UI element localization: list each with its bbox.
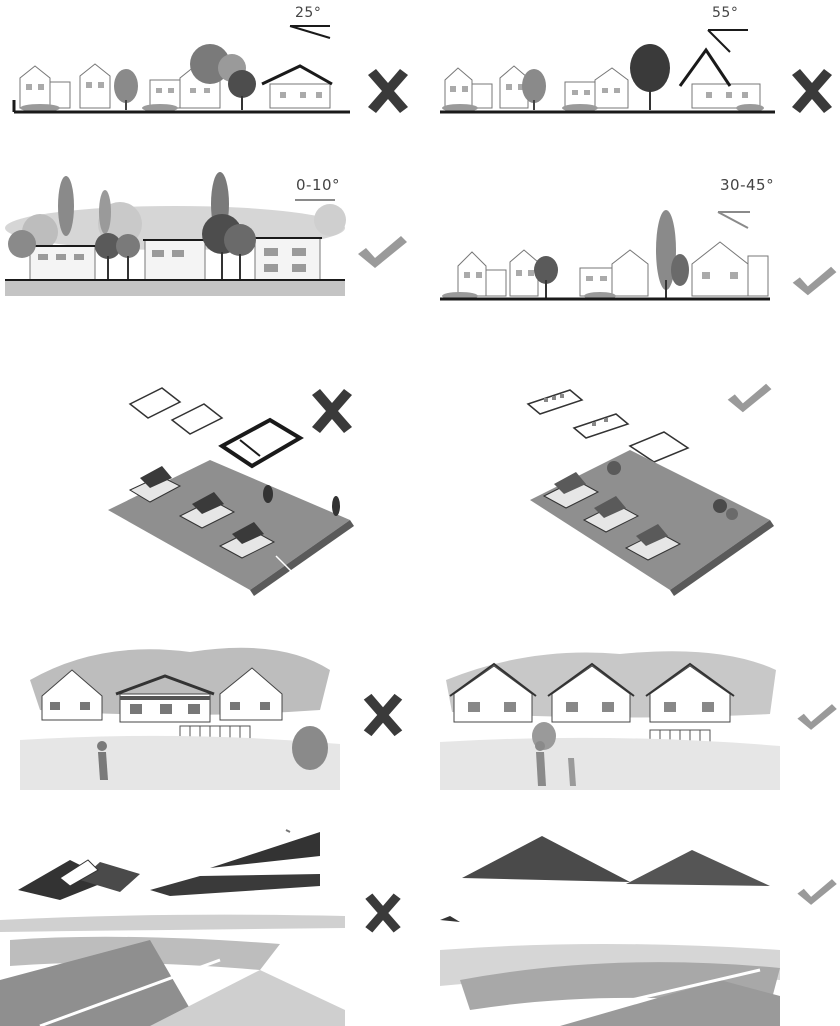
- pitch-label-55: 55°: [712, 5, 738, 21]
- check-icon: [355, 232, 411, 272]
- check-icon: [795, 875, 840, 909]
- row4-right-street-view: [440, 640, 780, 790]
- cross-icon: [358, 690, 408, 740]
- pitch-label-0-10: 0-10°: [296, 176, 340, 194]
- row5-left-landscape: [0, 820, 345, 1026]
- cross-icon: [786, 65, 838, 117]
- pitch-indicator-25: [290, 26, 330, 38]
- cross-icon: [306, 385, 358, 437]
- pitch-label-30-45: 30-45°: [720, 176, 774, 194]
- pitch-label-25: 25°: [295, 5, 321, 21]
- cross-icon: [360, 890, 406, 936]
- check-icon: [790, 262, 840, 300]
- cross-icon: [362, 65, 414, 117]
- pitch-indicator-55: [708, 30, 748, 52]
- check-icon: [795, 700, 840, 734]
- pitch-indicator-30-45: [718, 212, 750, 228]
- row4-left-street-view: [20, 640, 340, 790]
- row5-right-landscape: [440, 820, 780, 1026]
- check-icon: [725, 380, 775, 416]
